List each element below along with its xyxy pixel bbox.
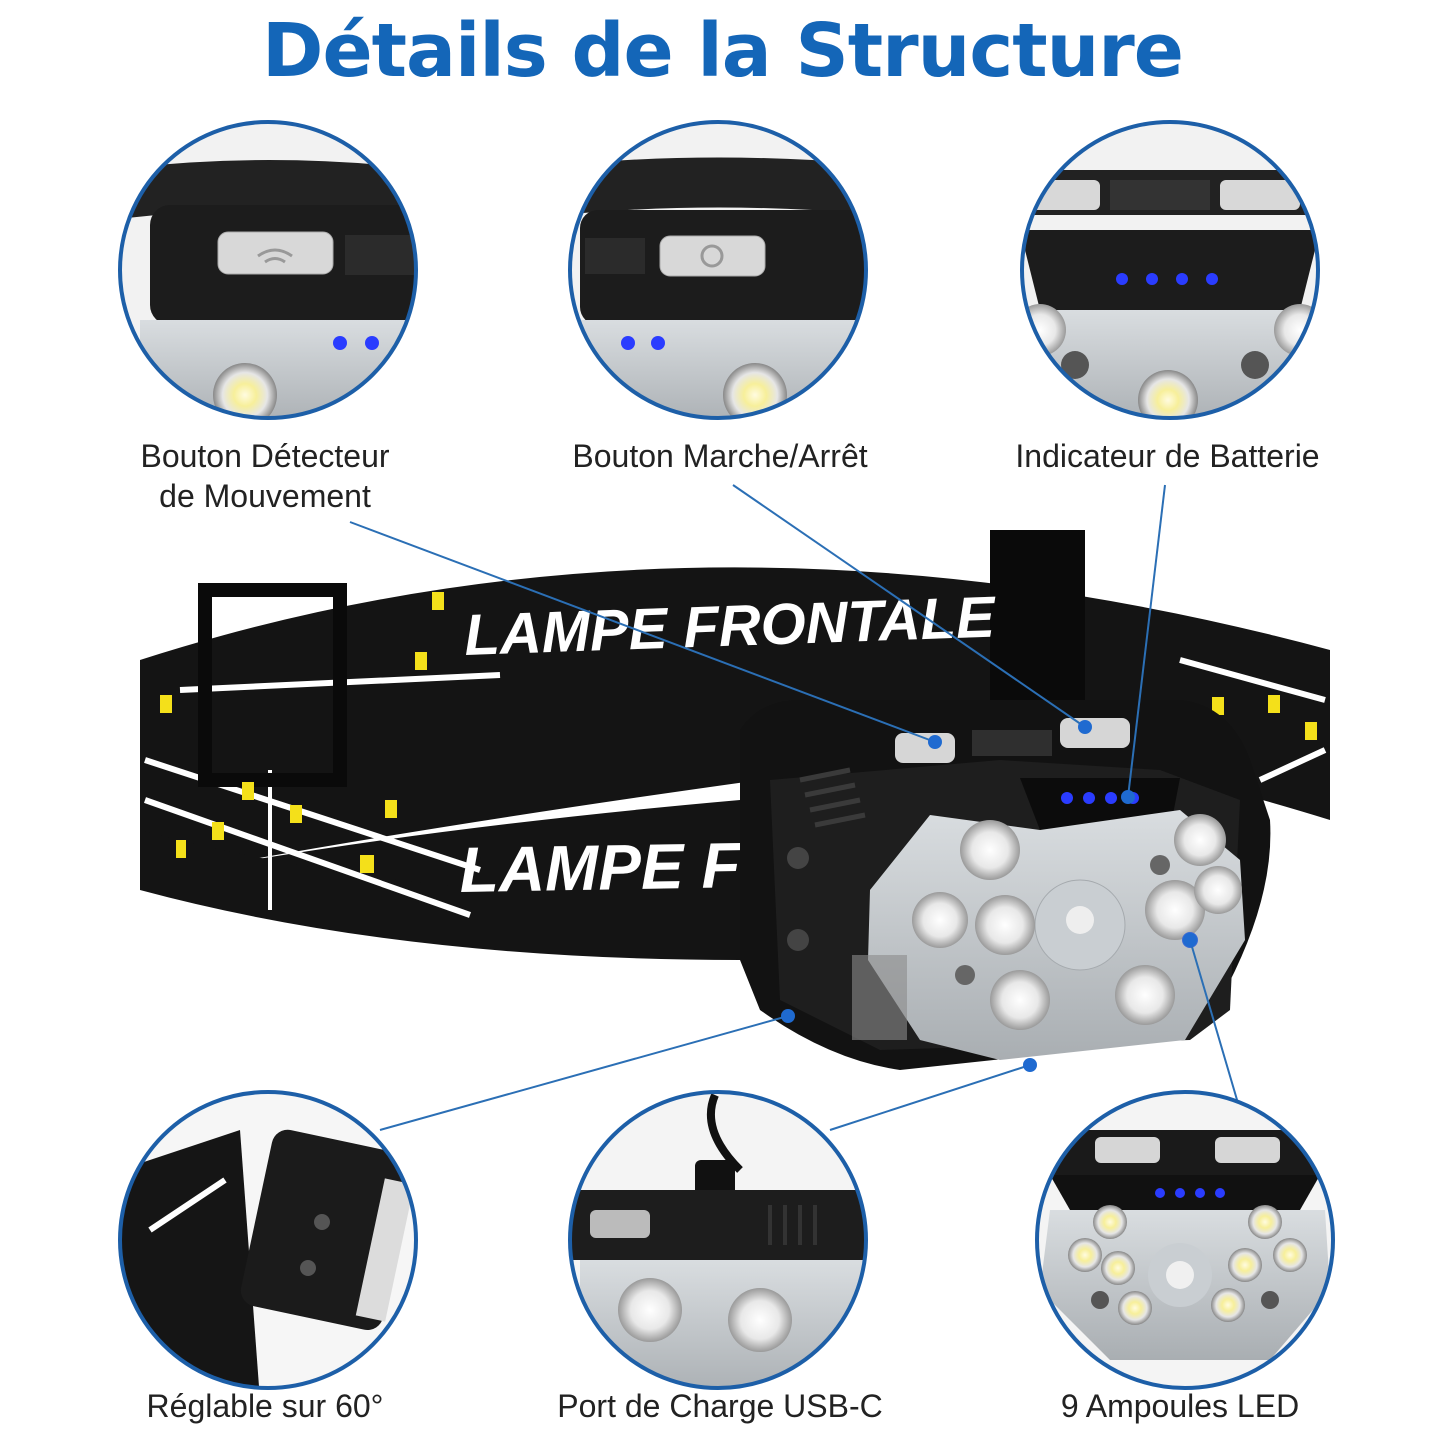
callout-dot-power xyxy=(1078,720,1092,734)
detail-circle-battery xyxy=(1020,120,1320,420)
detail-circle-adjust xyxy=(118,1090,418,1390)
label-usb-port: Port de Charge USB-C xyxy=(557,1388,883,1424)
detail-circle-leds xyxy=(1035,1090,1335,1390)
detail-circle-power xyxy=(568,120,868,420)
callout-lines xyxy=(349,484,1241,1131)
label-motion-sensor: Bouton Détecteur de Mouvement xyxy=(100,436,430,516)
label-adjustable: Réglable sur 60° xyxy=(146,1388,384,1424)
detail-circle-motion xyxy=(118,120,418,420)
label-battery-indicator: Indicateur de Batterie xyxy=(1015,438,1320,474)
detail-circle-usb xyxy=(568,1090,868,1390)
strap-text-front: LAMPE F xyxy=(459,829,743,906)
callout-dot-motion xyxy=(928,735,942,749)
label-motion-line1: Bouton Détecteur xyxy=(140,438,390,474)
page-title: Détails de la Structure xyxy=(262,8,1184,94)
callout-dot-leds xyxy=(1183,933,1197,947)
headlamp-strap: LAMPE FRONTALE LAMPE F xyxy=(140,530,1330,960)
label-motion-line2: de Mouvement xyxy=(159,478,371,514)
label-led-count: 9 Ampoules LED xyxy=(1060,1388,1300,1424)
headlamp-body xyxy=(740,700,1271,1070)
callout-dot-adjust xyxy=(781,1009,795,1023)
callout-dot-usb xyxy=(1023,1058,1037,1072)
label-power-button: Bouton Marche/Arrêt xyxy=(572,438,868,474)
callout-dot-battery xyxy=(1121,790,1135,804)
